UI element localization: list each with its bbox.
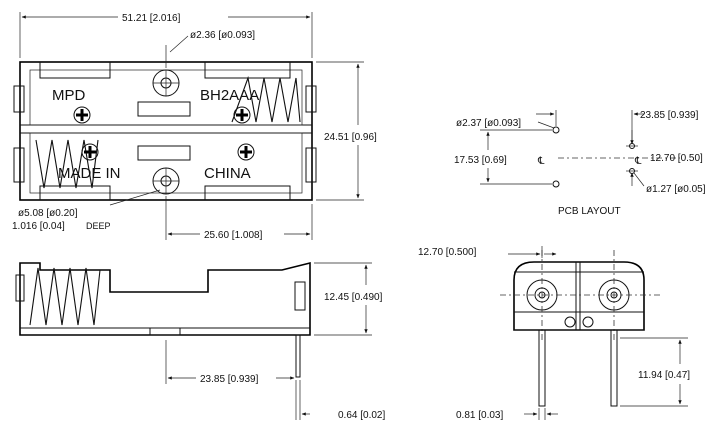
pcb-centerline-left: ℄: [537, 156, 545, 167]
screw-icon: [233, 106, 251, 124]
mounting-hole-icon: [152, 167, 180, 195]
screw-icon: [81, 143, 99, 161]
side-outline: [19, 261, 311, 336]
side-view: 12.45 [0.490] 23.85 [0.939] 0.64 [0.02]: [15, 261, 385, 421]
spring-icon: [35, 139, 99, 189]
pcb-centerline-right: ℄: [634, 156, 642, 167]
marking-china: CHINA: [204, 165, 251, 182]
spring-icon: [29, 267, 101, 326]
marking-part-number: BH2AAA: [200, 87, 259, 104]
end-view: 12.70 [0.500] 11.94 [0.47] 0.81 [0.03]: [418, 246, 690, 421]
side-pin-offset: 23.85 [0.939]: [200, 374, 259, 385]
top-view: MPD BH2AAA MADE IN CHINA 51.21 [2.016] ø…: [12, 12, 377, 241]
end-pin-length: 11.94 [0.47]: [638, 370, 690, 381]
pcb-spacing: 23.85 [0.939]: [640, 110, 699, 121]
deep-label: DEEP: [86, 221, 111, 231]
spring-icon: [231, 75, 301, 123]
marking-mpd: MPD: [52, 87, 86, 104]
side-height: 12.45 [0.490]: [324, 292, 383, 303]
screw-icon: [73, 106, 91, 124]
dimension-height: 24.51 [0.96]: [324, 132, 377, 143]
end-width: 12.70 [0.500]: [418, 247, 477, 258]
marking-made-in: MADE IN: [58, 165, 121, 182]
dimension-counterbore: ø5.08 [ø0.20]: [18, 208, 78, 219]
dimension-overall-length: 51.21 [2.016]: [122, 13, 181, 24]
pcb-pin-pitch: 12.70 [0.50]: [650, 153, 703, 164]
pcb-hole-diameter: ø2.37 [ø0.093]: [456, 118, 521, 129]
dimension-hole-diameter: ø2.36 [ø0.093]: [190, 30, 255, 41]
end-pin-width: 0.81 [0.03]: [456, 410, 503, 421]
side-pin-thickness: 0.64 [0.02]: [338, 410, 385, 421]
dimension-hole-offset: 25.60 [1.008]: [204, 230, 263, 241]
pcb-layout-title: PCB LAYOUT: [558, 206, 621, 217]
pcb-height: 17.53 [0.69]: [454, 155, 507, 166]
pcb-pin-diameter: ø1.27 [ø0.05]: [646, 184, 706, 195]
mounting-hole-icon: [152, 69, 180, 97]
screw-icon: [237, 143, 255, 161]
dimension-counterbore-depth: 1.016 [0.04]: [12, 221, 65, 232]
pcb-layout: ℄ ℄ 23.85 [0.939] ø2.37 [ø0.093] 17.53 […: [454, 110, 706, 217]
